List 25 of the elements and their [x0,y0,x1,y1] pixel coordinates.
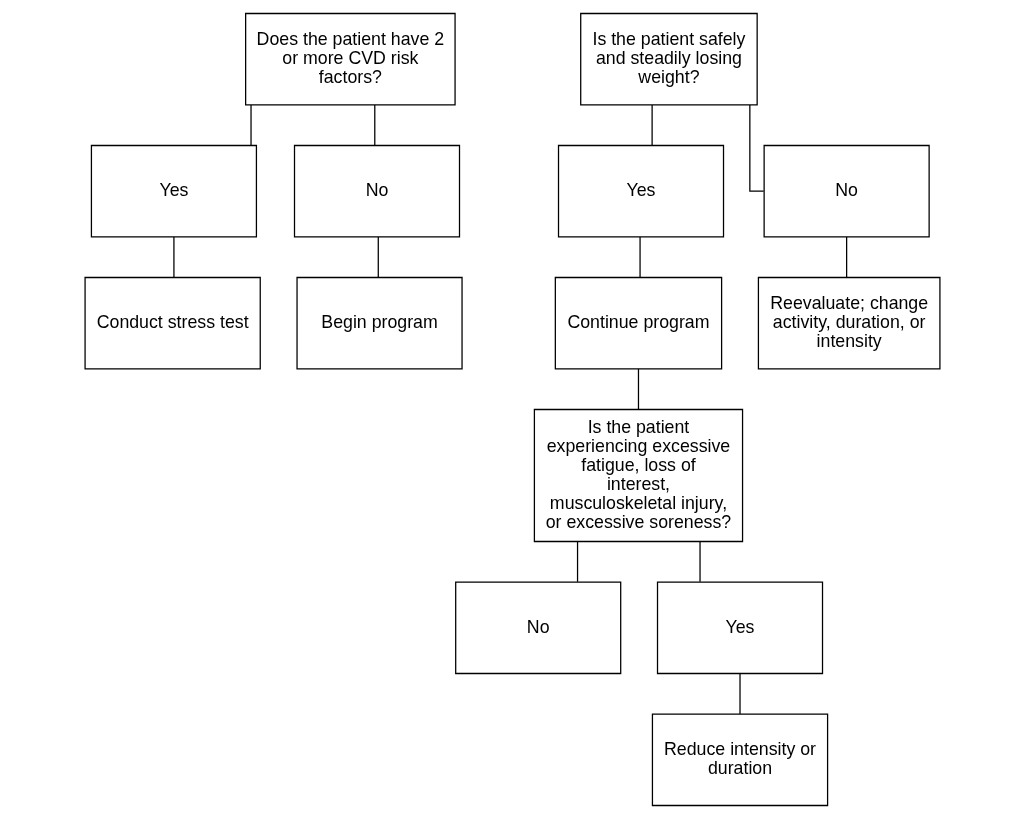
node-box: Begin program [296,276,463,370]
node-box: No [763,144,930,238]
connector [651,104,653,147]
connector [739,672,741,715]
node-box: Does the patient have 2 or more CVD risk factors? [245,12,456,106]
node-box: Continue program [554,276,723,370]
node-box: Yes [557,144,725,238]
node-box: Yes [656,581,824,675]
connector [576,541,579,583]
connector [637,368,640,410]
node-box: No [293,144,461,238]
node-box: Reevaluate; change activity, duration, or intensity [757,276,941,370]
node-box: Is the patient experiencing excessive fatigue, loss of interest, musculoskeletal injury, or excessive soreness? [533,408,744,543]
connector [846,236,848,279]
connector [639,236,641,279]
connector [377,236,379,279]
connector [374,104,376,147]
connector [250,104,252,147]
node-box: Is the patient safely and steadily losing weight? [580,12,758,106]
node-box: Reduce intensity or duration [651,713,829,807]
connector [173,236,175,279]
node-box: No [455,581,622,675]
connector [699,541,701,583]
node-box: Yes [90,144,258,238]
node-box: Conduct stress test [84,276,261,370]
